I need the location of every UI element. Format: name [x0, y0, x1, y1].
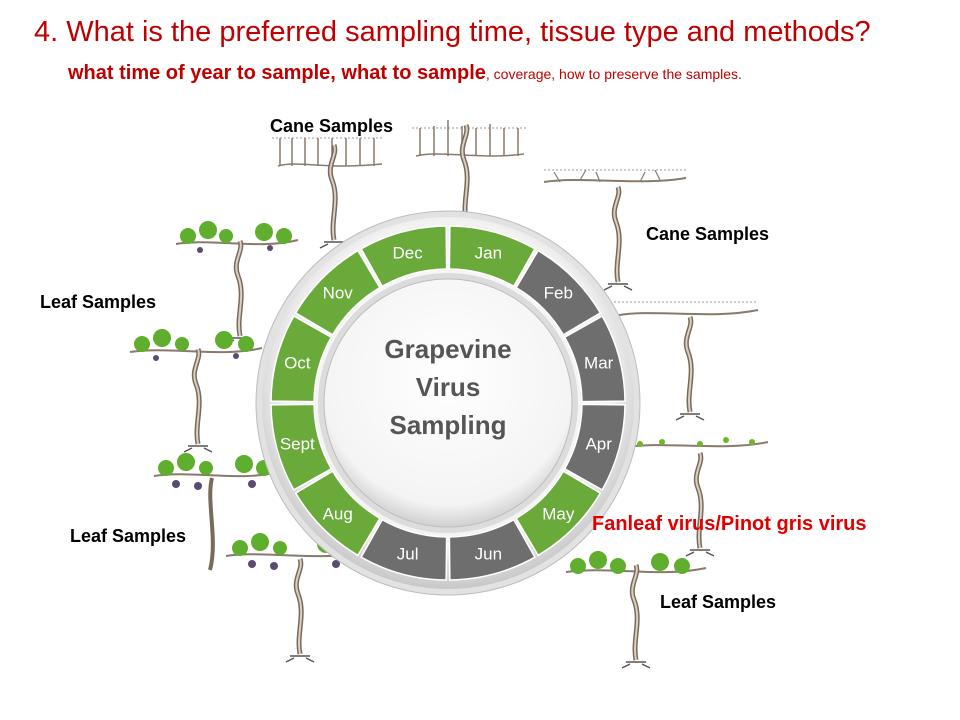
month-segment-aug [294, 470, 381, 557]
month-segment-nov [294, 249, 381, 336]
month-label-jun: Jun [475, 545, 502, 564]
month-segment-oct [270, 315, 333, 403]
label-cane-samples-right: Cane Samples [646, 224, 770, 244]
month-label-may: May [542, 504, 575, 523]
leafy-vine-right-bottom [565, 551, 707, 668]
cane-vine-top-left [272, 137, 383, 248]
cane-vine-top-middle [412, 120, 528, 228]
label-virus-note: Fanleaf virus/Pinot gris virus [592, 513, 867, 535]
month-segment-jan [448, 225, 536, 288]
month-label-aug: Aug [323, 504, 353, 523]
label-leaf-samples-left-bottom: Leaf Samples [70, 526, 187, 546]
subtitle-what: what to sample [341, 62, 486, 84]
month-label-dec: Dec [393, 243, 424, 262]
month-label-sept: Sept [280, 434, 315, 453]
wheel-center-line-3: Sampling [389, 410, 506, 440]
label-leaf-samples-right: Leaf Samples [660, 592, 777, 612]
month-label-apr: Apr [585, 434, 612, 453]
month-label-mar: Mar [584, 354, 614, 373]
month-segment-dec [360, 225, 448, 288]
slide-title: 4. What is the preferred sampling time, … [34, 16, 871, 48]
month-label-jan: Jan [475, 243, 502, 262]
leafy-vine-left-2 [129, 329, 263, 452]
subtitle-time: what time of year to sample [68, 62, 331, 84]
subtitle-rest: , coverage, how to preserve the samples. [485, 66, 742, 82]
leafy-vine-left-1 [175, 221, 299, 344]
month-label-nov: Nov [323, 284, 354, 303]
budding-vine-right [621, 437, 769, 556]
cane-vine-right-middle [613, 301, 759, 420]
month-segment-may [515, 470, 602, 557]
month-label-jul: Jul [397, 545, 419, 564]
wheel-center-line-1: Grapevine [384, 334, 511, 364]
month-segment-jul [360, 518, 448, 581]
month-label-oct: Oct [284, 354, 311, 373]
month-label-feb: Feb [544, 284, 573, 303]
month-segment-apr [563, 403, 626, 491]
month-segment-sept [270, 403, 333, 491]
month-segment-mar [563, 315, 626, 403]
subtitle-sep: , [330, 62, 342, 84]
wheel-center-line-2: Virus [416, 372, 481, 402]
cane-vine-right-top [543, 169, 687, 290]
leafy-vine-left-3 [153, 453, 279, 571]
slide-subtitle: what time of year to sample, what to sam… [68, 62, 742, 85]
label-leaf-samples-left-top: Leaf Samples [40, 292, 157, 312]
label-cane-samples-top: Cane Samples [270, 116, 394, 136]
month-segment-feb [515, 249, 602, 336]
month-segment-jun [448, 518, 536, 581]
